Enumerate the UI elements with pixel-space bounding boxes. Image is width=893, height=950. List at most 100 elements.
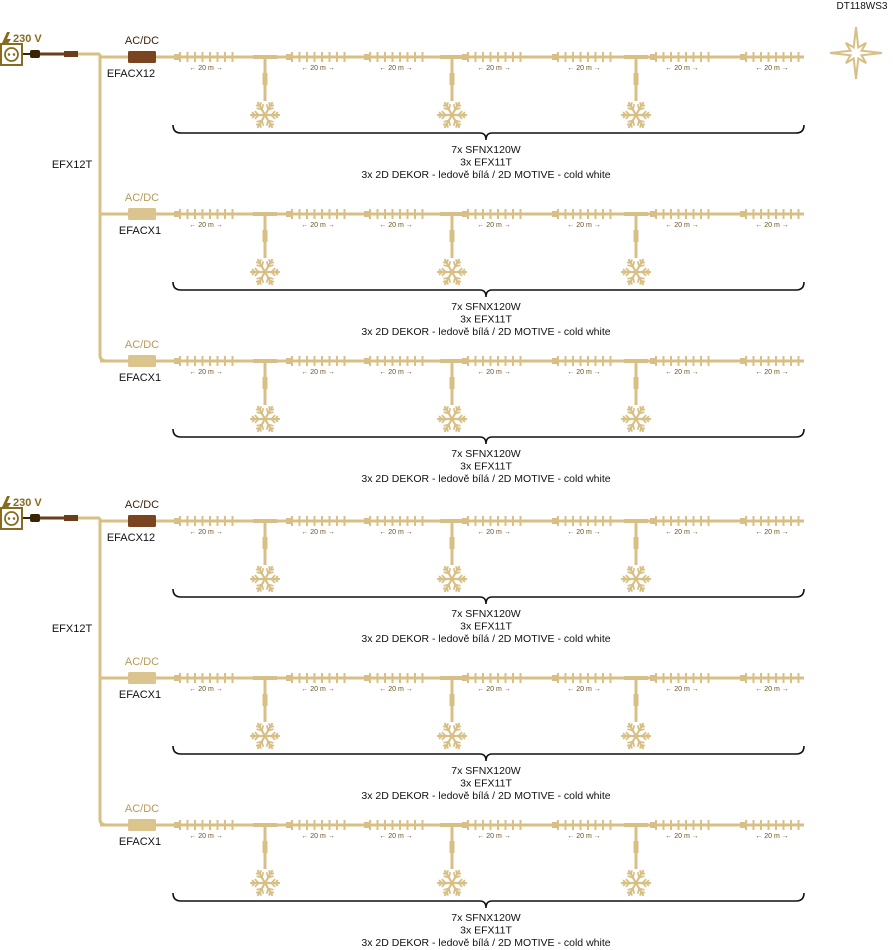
branch-caption-line: 3x EFX11T	[460, 925, 512, 937]
segment-length-label: ← 20 m →	[477, 65, 510, 72]
string-segment: ← 20 m →	[462, 52, 522, 72]
segment-connector	[740, 822, 745, 828]
voltage-label: 230 V	[13, 33, 42, 45]
snowflake-icon	[436, 869, 468, 897]
segment-connector	[174, 211, 179, 217]
snowflake-icon	[436, 722, 468, 750]
segment-connector	[552, 358, 557, 364]
t-drop-plug	[633, 841, 639, 853]
snowflake-icon	[249, 258, 281, 286]
t-drop-plug	[449, 73, 455, 85]
snowflake-icon	[249, 101, 281, 129]
snowflake-icon	[436, 565, 468, 593]
segment-length-label: ← 20 m →	[665, 529, 698, 536]
segment-length-label: ← 20 m →	[755, 369, 788, 376]
branch-caption-line: 7x SFNX120W	[451, 912, 521, 924]
t-drop-plug	[449, 537, 455, 549]
string-segment: ← 20 m →	[650, 516, 710, 536]
segment-connector	[650, 518, 655, 524]
segment-length-label: ← 20 m →	[301, 529, 334, 536]
segment-connector	[286, 518, 291, 524]
segment-connector	[740, 518, 745, 524]
segment-connector	[364, 54, 369, 60]
t-drop-plug	[262, 230, 268, 242]
snowflake-icon	[436, 405, 468, 433]
segment-connector	[552, 518, 557, 524]
segment-length-label: ← 20 m →	[477, 369, 510, 376]
segment-connector	[364, 358, 369, 364]
snowflake-icon	[249, 722, 281, 750]
snowflake-icon	[620, 101, 652, 129]
segment-connector	[462, 822, 467, 828]
adapter-label-bottom: EFACX1	[119, 225, 161, 237]
string-segment: ← 20 m →	[174, 52, 234, 72]
string-segment: ← 20 m →	[462, 209, 522, 229]
t-drop-plug	[262, 73, 268, 85]
adapter-label-top: AC/DC	[125, 339, 159, 351]
branch-caption-line: 3x 2D DEKOR - ledově bílá / 2D MOTIVE - …	[361, 326, 610, 338]
string-segment: ← 20 m →	[552, 356, 612, 376]
segment-length-label: ← 20 m →	[665, 369, 698, 376]
t-drop-plug	[633, 537, 639, 549]
string-segment: ← 20 m →	[552, 209, 612, 229]
segment-length-label: ← 20 m →	[189, 65, 222, 72]
socket-icon	[0, 507, 23, 530]
adapter-box	[128, 819, 156, 831]
segment-length-label: ← 20 m →	[665, 686, 698, 693]
string-segment: ← 20 m →	[650, 356, 710, 376]
string-segment: ← 20 m →	[462, 356, 522, 376]
segment-length-label: ← 20 m →	[567, 369, 600, 376]
segment-connector	[174, 54, 179, 60]
segment-length-label: ← 20 m →	[189, 529, 222, 536]
snowflake-icon	[620, 722, 652, 750]
adapter-box	[128, 208, 156, 220]
adapter-box	[128, 355, 156, 367]
snowflake-icon	[620, 565, 652, 593]
segment-length-label: ← 20 m →	[189, 686, 222, 693]
t-drop-plug	[449, 841, 455, 853]
snowflake-icon	[249, 405, 281, 433]
segment-length-label: ← 20 m →	[755, 686, 788, 693]
segment-connector	[552, 675, 557, 681]
segment-length-label: ← 20 m →	[301, 65, 334, 72]
segment-length-label: ← 20 m →	[477, 529, 510, 536]
t-drop-plug	[449, 230, 455, 242]
segment-length-label: ← 20 m →	[189, 369, 222, 376]
string-segment: ← 20 m →	[364, 356, 424, 376]
string-segment: ← 20 m →	[286, 820, 346, 840]
string-segment: ← 20 m →	[740, 820, 800, 840]
segment-connector	[650, 211, 655, 217]
segment-length-label: ← 20 m →	[755, 65, 788, 72]
string-segment: ← 20 m →	[552, 673, 612, 693]
segment-connector	[174, 358, 179, 364]
segment-connector	[740, 211, 745, 217]
segment-connector	[650, 675, 655, 681]
segment-connector	[740, 54, 745, 60]
plug-icon	[23, 50, 40, 58]
string-segment: ← 20 m →	[286, 356, 346, 376]
adapter-label-top: AC/DC	[125, 35, 159, 47]
segment-connector	[740, 675, 745, 681]
segment-connector	[174, 822, 179, 828]
branch-caption-line: 3x 2D DEKOR - ledově bílá / 2D MOTIVE - …	[361, 633, 610, 645]
product-code-title: DT118WS3	[837, 1, 888, 12]
string-segment: ← 20 m →	[174, 209, 234, 229]
brace-icon	[172, 588, 805, 605]
t-drop-plug	[262, 537, 268, 549]
string-segment: ← 20 m →	[650, 673, 710, 693]
adapter-label-bottom: EFACX12	[107, 532, 155, 544]
segment-length-label: ← 20 m →	[379, 65, 412, 72]
branch-caption-line: 7x SFNX120W	[451, 765, 521, 777]
t-drop-plug	[262, 377, 268, 389]
segment-length-label: ← 20 m →	[755, 833, 788, 840]
lightning-icon	[2, 32, 11, 51]
string-segment: ← 20 m →	[286, 516, 346, 536]
segment-length-label: ← 20 m →	[567, 686, 600, 693]
string-segment: ← 20 m →	[462, 673, 522, 693]
string-segment: ← 20 m →	[552, 52, 612, 72]
string-segment: ← 20 m →	[740, 516, 800, 536]
branch-caption-line: 3x 2D DEKOR - ledově bílá / 2D MOTIVE - …	[361, 937, 610, 949]
